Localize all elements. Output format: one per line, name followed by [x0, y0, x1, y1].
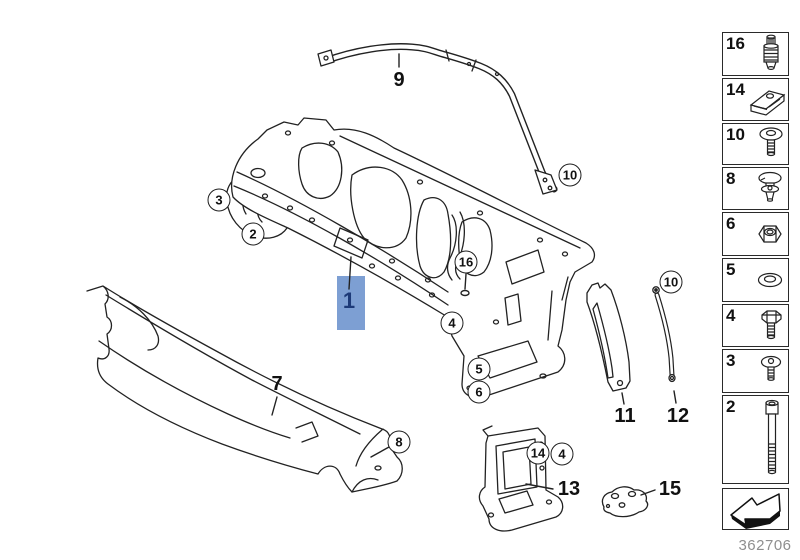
diagram-code: 362706 — [738, 537, 792, 554]
sidebar-number: 8 — [726, 169, 736, 188]
sidebar-item-10[interactable]: 10 — [722, 123, 789, 165]
front-panel-1 — [231, 117, 596, 399]
fastener-sidebar: 16 14 10 — [722, 32, 789, 532]
part-label-9[interactable]: 9 — [393, 69, 405, 91]
callout-circle-16[interactable]: 16 — [454, 250, 478, 274]
sidebar-number: 5 — [726, 260, 736, 279]
round-head-screw-icon — [759, 127, 783, 157]
impact-absorber-7 — [86, 285, 403, 493]
tension-rod-12 — [652, 286, 676, 383]
callout-circle-8[interactable]: 8 — [387, 430, 411, 454]
sidebar-item-16[interactable]: 16 — [722, 32, 789, 76]
part-label-11[interactable]: 11 — [614, 405, 636, 427]
hex-nut-icon — [758, 225, 782, 243]
direction-arrow-icon — [729, 493, 781, 529]
plate-15 — [601, 486, 649, 518]
hex-bolt-icon — [761, 309, 782, 339]
sidebar-number: 14 — [726, 80, 745, 99]
washer-icon — [757, 272, 783, 288]
sidebar-item-8[interactable]: 8 — [722, 167, 789, 210]
callout-circle-14[interactable]: 14 — [526, 441, 550, 465]
sidebar-item-2[interactable]: 2 — [722, 395, 789, 484]
leader-lines — [271, 53, 677, 496]
sidebar-number: 6 — [726, 214, 736, 233]
support-strap-11 — [586, 282, 631, 392]
panel-holes — [261, 130, 569, 325]
sidebar-item-3[interactable]: 3 — [722, 349, 789, 393]
callout-circle-10[interactable]: 10 — [659, 270, 683, 294]
sidebar-number: 16 — [726, 34, 745, 53]
sidebar-number: 10 — [726, 125, 745, 144]
socket-head-screw-icon — [765, 399, 779, 474]
part-label-13[interactable]: 13 — [557, 478, 581, 500]
part-label-12[interactable]: 12 — [666, 405, 690, 427]
pan-head-screw-icon — [760, 355, 782, 381]
bracket-13 — [478, 425, 564, 532]
callout-circle-10[interactable]: 10 — [558, 163, 582, 187]
callout-circle-4[interactable]: 4 — [440, 311, 464, 335]
expanding-rivet-icon — [758, 171, 782, 202]
sidebar-item-14[interactable]: 14 — [722, 78, 789, 121]
callout-circle-6[interactable]: 6 — [467, 380, 491, 404]
sidebar-item-5[interactable]: 5 — [722, 258, 789, 302]
callout-circle-5[interactable]: 5 — [467, 357, 491, 381]
sidebar-number: 4 — [726, 306, 736, 325]
sidebar-direction-cell[interactable] — [722, 488, 789, 530]
sidebar-item-4[interactable]: 4 — [722, 304, 789, 347]
highlighted-part-label-1[interactable]: 1 — [342, 288, 356, 313]
callout-circle-4[interactable]: 4 — [550, 442, 574, 466]
part-label-7[interactable]: 7 — [271, 373, 283, 395]
clip-nut-icon — [749, 89, 786, 116]
highlight-rect — [337, 276, 365, 330]
callout-circle-3[interactable]: 3 — [207, 188, 231, 212]
part-label-15[interactable]: 15 — [658, 478, 682, 500]
sidebar-number: 2 — [726, 397, 736, 416]
sidebar-item-6[interactable]: 6 — [722, 212, 789, 256]
strut-9 — [317, 43, 558, 195]
sidebar-number: 3 — [726, 351, 736, 370]
threaded-stud-icon — [763, 34, 779, 70]
callout-circle-2[interactable]: 2 — [241, 222, 265, 246]
